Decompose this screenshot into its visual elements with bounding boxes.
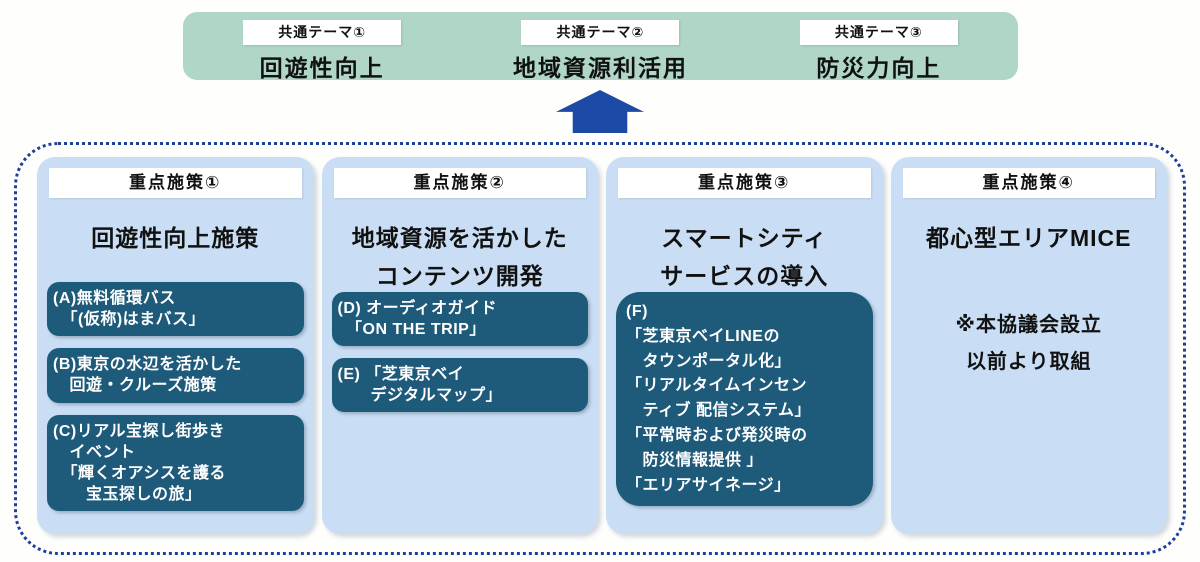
measure-title-3: スマートシティ サービスの導入: [660, 225, 829, 289]
measure-item-e: (E) 「芝東京ベイ デジタルマップ」: [331, 358, 588, 413]
theme-title-1: 回遊性向上: [259, 55, 385, 81]
measure-title-4: 都心型エリアMICE: [926, 225, 1132, 251]
theme-badge-3: 共通テーマ③: [799, 20, 958, 45]
measure-item-f: (F) 「芝東京ベイLINEの タウンポータル化」 「リアルタイムインセン ティ…: [616, 292, 873, 507]
measure-item-b: (B)東京の水辺を活かした 回遊・クルーズ施策: [47, 348, 304, 403]
measure-badge-4: 重点施策④: [902, 168, 1155, 198]
theme-group-3: 共通テーマ③ 防災力向上: [740, 12, 1018, 81]
measure-column-4: 重点施策④ 都心型エリアMICE ※本協議会設立 以前より取組: [890, 157, 1167, 534]
up-arrow-icon: [556, 90, 644, 133]
theme-group-2: 共通テーマ② 地域資源利活用: [461, 12, 739, 81]
measure-title-1: 回遊性向上施策: [91, 225, 260, 251]
measure-items-1: (A)無料循環バス 「(仮称)はまバス」 (B)東京の水辺を活かした 回遊・クル…: [47, 282, 304, 523]
theme-title-3: 防災力向上: [816, 55, 942, 81]
measure-badge-2: 重点施策②: [333, 168, 586, 198]
measure-column-1: 重点施策① 回遊性向上施策 (A)無料循環バス 「(仮称)はまバス」 (B)東京…: [37, 157, 314, 534]
measure-items-2: (D) オーディオガイド 「ON THE TRIP」 (E) 「芝東京ベイ デジ…: [331, 292, 588, 424]
theme-badge-2: 共通テーマ②: [521, 20, 680, 45]
theme-group-1: 共通テーマ① 回遊性向上: [183, 12, 461, 81]
measure-column-3: 重点施策③ スマートシティ サービスの導入 (F) 「芝東京ベイLINEの タウ…: [606, 157, 883, 534]
measure-item-c: (C)リアル宝探し街歩き イベント 「輝くオアシスを護る 宝玉探しの旅」: [47, 414, 304, 511]
measure-badge-3: 重点施策③: [618, 168, 871, 198]
theme-badge-1: 共通テーマ①: [243, 20, 402, 45]
measure-items-3: (F) 「芝東京ベイLINEの タウンポータル化」 「リアルタイムインセン ティ…: [616, 292, 873, 507]
measure-item-a: (A)無料循環バス 「(仮称)はまバス」: [47, 282, 304, 337]
common-themes-band: 共通テーマ① 回遊性向上 共通テーマ② 地域資源利活用 共通テーマ③ 防災力向上: [183, 12, 1018, 81]
measures-panel: 重点施策① 回遊性向上施策 (A)無料循環バス 「(仮称)はまバス」 (B)東京…: [14, 142, 1186, 555]
measure-item-d: (D) オーディオガイド 「ON THE TRIP」: [331, 292, 588, 347]
measure-badge-1: 重点施策①: [49, 168, 302, 198]
measure-column-2: 重点施策② 地域資源を活かした コンテンツ開発 (D) オーディオガイド 「ON…: [321, 157, 598, 534]
theme-title-2: 地域資源利活用: [512, 55, 688, 81]
measure-note: ※本協議会設立 以前より取組: [955, 314, 1102, 373]
measure-title-2: 地域資源を活かした コンテンツ開発: [351, 225, 568, 289]
